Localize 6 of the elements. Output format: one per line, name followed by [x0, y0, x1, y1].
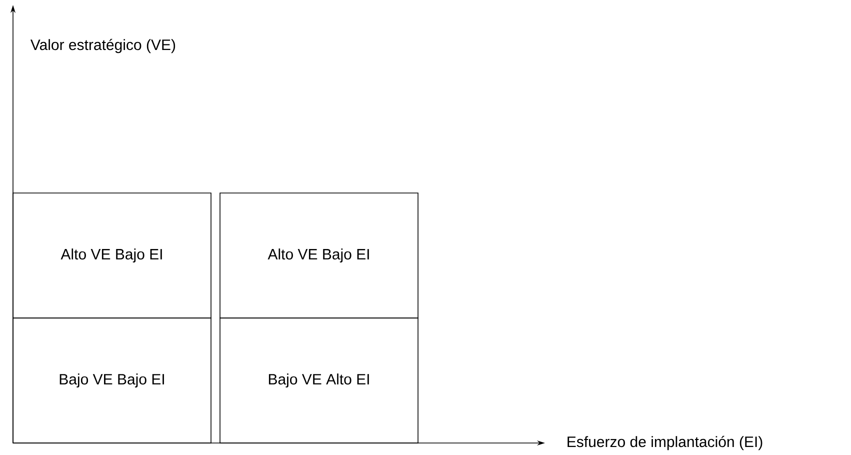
axis-label: Valor estratégico (VE) [30, 38, 176, 54]
matrix-cell: Bajo VE Bajo EI [12, 318, 212, 444]
matrix-cell: Bajo VE Alto EI [220, 318, 418, 444]
matrix-cell: Alto VE Bajo EI [12, 192, 212, 318]
matrix-cell: Alto VE Bajo EI [220, 192, 418, 318]
axis-label: Esfuerzo de implantación (EI) [568, 436, 762, 450]
